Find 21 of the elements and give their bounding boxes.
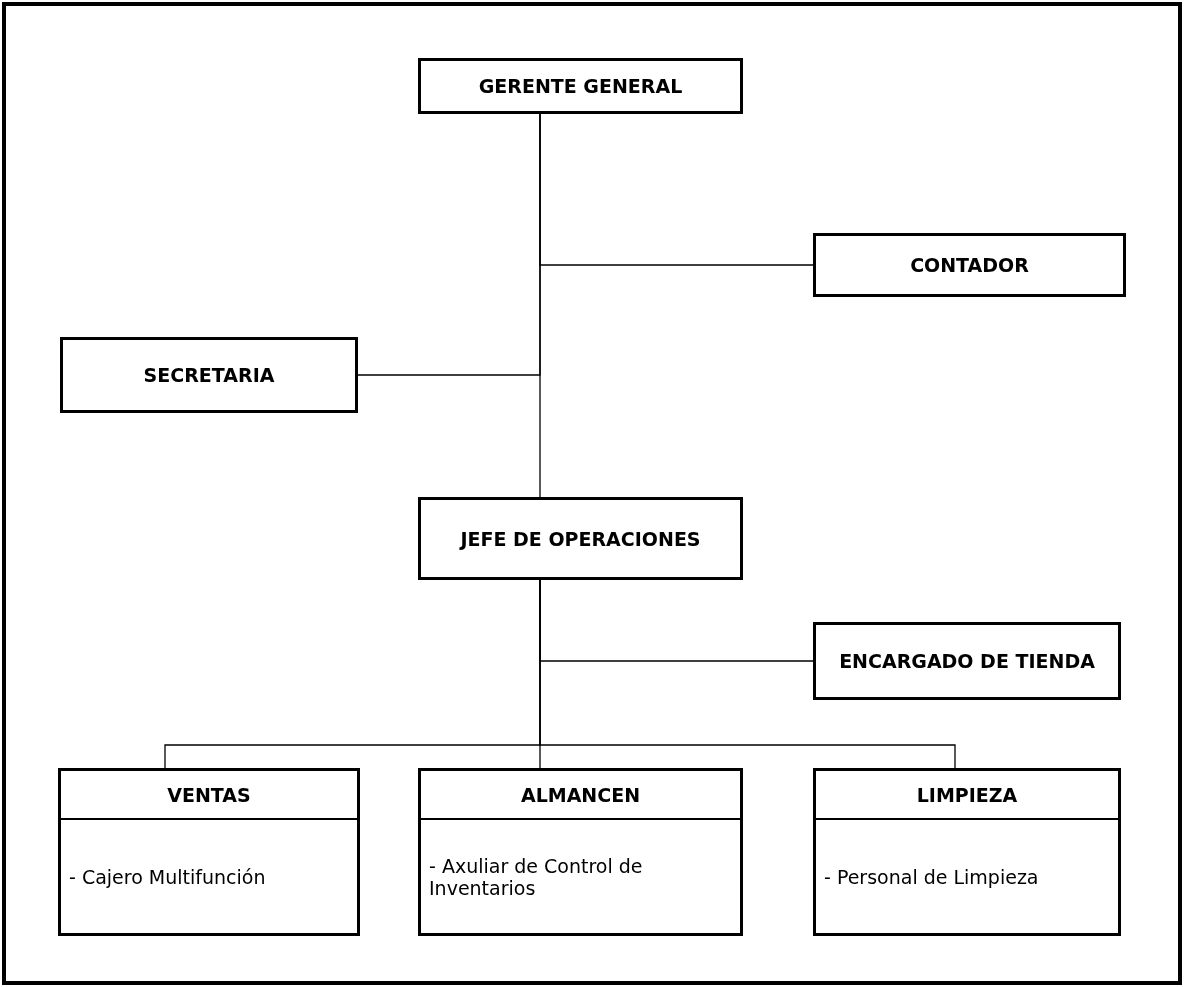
staff-role: - Cajero Multifunción <box>69 865 266 888</box>
position-title: VENTAS <box>167 783 251 806</box>
position-box <box>58 768 360 936</box>
staff-role: - Personal de Limpieza <box>824 865 1039 888</box>
position-box <box>60 337 358 413</box>
position-title: CONTADOR <box>910 254 1029 276</box>
position-box <box>418 497 743 580</box>
position-title: SECRETARIA <box>143 364 275 386</box>
connector-line <box>539 113 541 498</box>
position-box <box>418 768 743 936</box>
position-title: ALMANCEN <box>520 783 641 806</box>
connector-line <box>539 579 956 769</box>
position-box <box>813 768 1121 936</box>
position-title: ENCARGADO DE TIENDA <box>839 650 1095 672</box>
position-box <box>813 622 1121 700</box>
position-box <box>418 58 743 114</box>
position-box <box>813 233 1126 297</box>
position-title: JEFE DE OPERACIONES <box>460 527 701 550</box>
staff-role: - Axuliar de Control de Inventarios <box>429 854 644 899</box>
position-title: LIMPIEZA <box>916 783 1018 806</box>
position-title: GERENTE GENERAL <box>478 75 683 97</box>
